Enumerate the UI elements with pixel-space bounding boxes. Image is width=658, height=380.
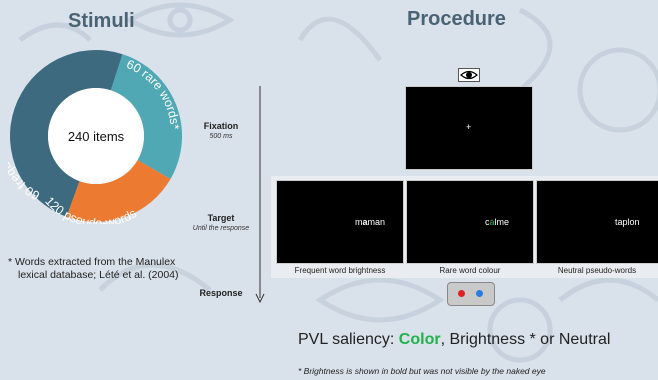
caption-neutral: Neutral pseudo-words [557,266,637,275]
segment-pseudo-words [66,160,171,222]
target-screen-rare: calme [406,180,534,264]
target-label: Target [207,213,235,223]
segment-frequent-words [10,50,123,217]
fixation-screen: + [405,86,533,170]
fixation-duration: 500 ms [209,133,233,140]
step-fixation: Fixation 500 ms [186,121,256,140]
footnote-line-1: * Words extracted from the Manulex [8,256,176,268]
saliency-rest: , Brightness * or Neutral [440,331,611,348]
target-word-rare: calme [485,217,510,227]
response-box [447,282,495,306]
blue-response-button[interactable] [476,290,483,297]
saliency-color-word: Color [398,331,441,348]
red-response-button[interactable] [458,290,465,297]
step-target: Target Until the response [186,213,256,232]
target-word-frequent: maman [355,217,386,227]
procedure-title: Procedure [407,8,506,30]
timeline-arrow [255,86,265,304]
center-label: 240 items [68,129,125,144]
footnote-line-2: lexical database; Lété et al. (2004) [18,269,179,281]
caption-rare: Rare word colour [439,266,501,275]
eye-icon [458,68,480,82]
caption-frequent: Frequent word brightness [294,266,386,275]
stimuli-title: Stimuli [68,10,135,32]
stimuli-donut: 60 frequent words* 60 rare words* 120 ps… [8,50,182,224]
target-screen-frequent: maman [276,180,404,264]
fixation-label: Fixation [203,121,239,131]
donut-hole [48,88,144,184]
target-duration: Until the response [192,225,250,232]
saliency-line: PVL saliency: Color, Brightness * or Neu… [298,331,610,349]
brightness-note: * Brightness is shown in bold but was no… [298,366,546,376]
response-label: Response [199,288,243,298]
target-screen-neutral: taplon [536,180,658,264]
step-response: Response [186,288,256,298]
segment-rare-words [110,54,182,180]
saliency-prefix: PVL saliency: [298,331,399,348]
fixation-cross: + [466,122,472,132]
target-word-neutral: taplon [615,217,640,227]
